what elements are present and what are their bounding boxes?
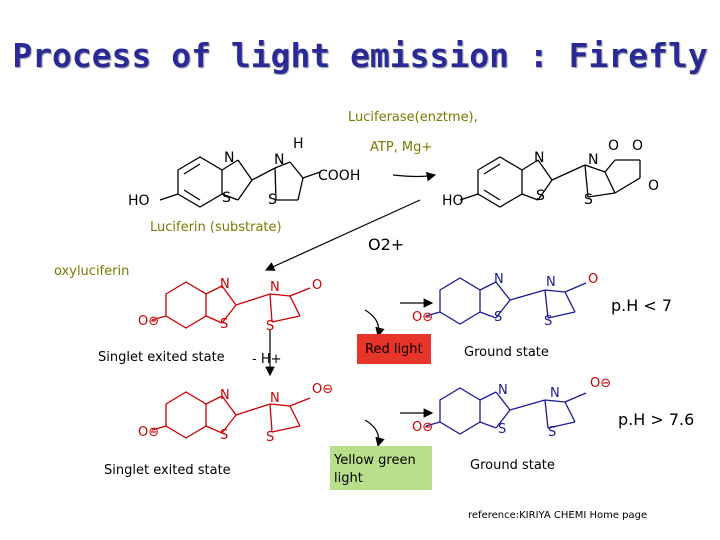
atom-s: S xyxy=(536,188,545,204)
atom-o: O xyxy=(648,178,660,194)
oxyluciferin-ground-2 xyxy=(425,387,587,435)
atom-n: N xyxy=(494,272,504,287)
atom-s: S xyxy=(584,192,593,208)
atom-s: S xyxy=(220,317,229,332)
atom-s: S xyxy=(222,190,231,206)
atom-ho: HO xyxy=(442,193,464,209)
atom-o: O xyxy=(312,278,323,293)
oxyluciferin-excited-2 xyxy=(151,391,311,439)
atom-o-minus: O⊖ xyxy=(138,314,160,329)
atom-cooh: COOH xyxy=(318,168,361,184)
red-light-box: Red light xyxy=(357,334,431,364)
ground-state-label: Ground state xyxy=(464,345,549,360)
deprotonation-label: - H+ xyxy=(252,352,282,367)
page-title: Process of light emission : Firefly xyxy=(12,36,708,75)
atom-n: N xyxy=(588,152,599,168)
singlet-state-label: Singlet exited state xyxy=(98,350,225,365)
atom-n: N xyxy=(270,280,280,295)
ground-state-label: Ground state xyxy=(470,458,555,473)
atom-n: N xyxy=(546,275,556,290)
atom-o-minus: O⊖ xyxy=(412,310,434,325)
atom-o-minus: O⊖ xyxy=(412,420,434,435)
atom-n: N xyxy=(220,277,230,292)
atom-s: S xyxy=(266,319,275,334)
atom-o: O xyxy=(632,138,644,154)
oxyluciferin-ground-1 xyxy=(425,277,587,325)
oxygen-label: O2+ xyxy=(368,235,405,254)
oxyluciferin-excited-1 xyxy=(151,281,311,329)
atom-n: N xyxy=(224,150,235,166)
atom-s: S xyxy=(494,310,503,325)
reference-text: reference:KIRIYA CHEMI Home page xyxy=(468,510,648,521)
atom-ho: HO xyxy=(128,193,150,209)
ph-high-label: p.H > 7.6 xyxy=(618,410,695,429)
atom-s: S xyxy=(498,422,507,437)
atom-o: O xyxy=(608,138,620,154)
atom-s: S xyxy=(548,425,557,440)
atom-n: N xyxy=(220,388,230,403)
singlet-state-label: Singlet exited state xyxy=(104,463,231,478)
yellow-green-light-box: Yellow green light xyxy=(330,446,432,490)
atom-n: N xyxy=(550,386,560,401)
luciferin-structure xyxy=(159,156,321,208)
cofactor-label: ATP, Mg+ xyxy=(370,140,433,155)
atom-o-minus: O⊖ xyxy=(312,382,334,397)
yellow-green-light-label: Yellow green light xyxy=(334,453,416,486)
intermediate-structure xyxy=(459,156,641,208)
oxyluciferin-label: oxyluciferin xyxy=(54,264,130,279)
atom-s: S xyxy=(268,192,277,208)
atom-n: N xyxy=(534,150,545,166)
atom-s: S xyxy=(220,428,229,443)
atom-n: N xyxy=(270,391,280,406)
atom-s: S xyxy=(544,314,553,329)
atom-n: N xyxy=(274,152,285,168)
atom-o: O xyxy=(588,272,599,287)
luciferin-label: Luciferin (substrate) xyxy=(150,220,282,235)
atom-s: S xyxy=(266,430,275,445)
atom-o-minus: O⊖ xyxy=(590,376,612,391)
ph-low-label: p.H < 7 xyxy=(611,296,673,315)
red-light-label: Red light xyxy=(365,342,423,357)
enzyme-label: Luciferase(enztme), xyxy=(348,110,478,125)
reaction-arrows xyxy=(264,171,437,448)
atom-o-minus: O⊖ xyxy=(138,425,160,440)
atom-n: N xyxy=(498,383,508,398)
atom-h: H xyxy=(293,136,304,152)
